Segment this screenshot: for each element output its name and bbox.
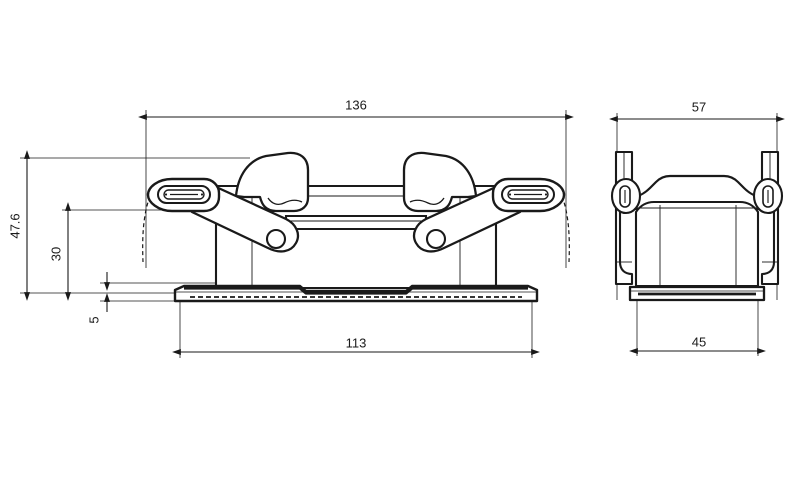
right-lever[interactable] (402, 151, 566, 253)
side-elevation-view (610, 150, 784, 302)
dim-label-mid-height: 30 (48, 247, 63, 261)
right-pivot-hole (425, 228, 447, 250)
dimension-lines (24, 114, 785, 355)
left-lever[interactable] (146, 151, 310, 253)
dim-label-overall-height: 47.6 (7, 213, 22, 238)
side-right-lever-eye (752, 177, 784, 215)
center-cross-bar (284, 214, 428, 231)
dim-label-base-width: 113 (346, 335, 367, 350)
front-elevation-view (142, 151, 570, 303)
dim-label-side-top-width: 57 (692, 99, 706, 114)
dim-label-flange-thickness: 5 (86, 316, 101, 323)
dim-label-overall-width: 136 (345, 97, 367, 112)
lever-swing-hidden-arcs (142, 195, 570, 263)
side-base-flange (628, 285, 766, 302)
dim-label-side-base-width: 45 (692, 334, 706, 349)
base-flange (173, 284, 539, 303)
side-left-lever-eye (610, 177, 642, 215)
side-housing-block (634, 200, 760, 288)
left-pivot-hole (265, 228, 287, 250)
